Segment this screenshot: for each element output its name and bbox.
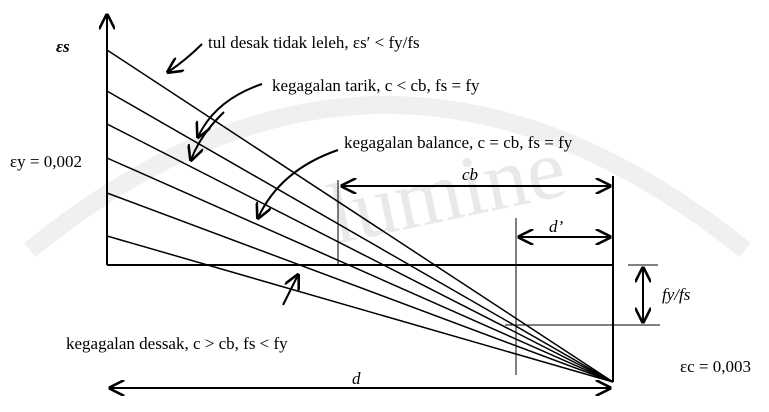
d-label: d (352, 369, 361, 388)
kegagalan-balance-label: kegagalan balance, c = cb, fs = fy (344, 133, 573, 152)
kegagalan-desak-label: kegagalan dessak, c > cb, fs < fy (66, 334, 288, 353)
strain-line (106, 49, 614, 383)
leader-tarik-2 (191, 111, 225, 160)
leader-arrows (168, 43, 339, 306)
strain-line (106, 123, 614, 383)
y-axis-label: εs (56, 37, 70, 56)
leader-tul-desak (168, 43, 203, 72)
strain-lines (106, 49, 614, 383)
leader-desak (282, 275, 298, 306)
fyfs-label: fy/fs (662, 285, 691, 304)
tul-desak-label: tul desak tidak leleh, εs′ < fy/fs (208, 33, 420, 52)
dprime-label: d’ (549, 217, 564, 236)
strain-line (106, 192, 614, 383)
strain-line (106, 90, 614, 383)
watermark: lumine (24, 96, 751, 263)
leader-balance (258, 149, 339, 218)
strain-line (106, 157, 614, 383)
ey-label: εy = 0,002 (10, 152, 82, 171)
kegagalan-tarik-label: kegagalan tarik, c < cb, fs = fy (272, 76, 480, 95)
leader-tarik (198, 83, 263, 137)
cb-label: cb (462, 165, 478, 184)
watermark-arc (24, 96, 751, 258)
ec-label: εc = 0,003 (680, 357, 751, 376)
strain-line (106, 235, 614, 383)
